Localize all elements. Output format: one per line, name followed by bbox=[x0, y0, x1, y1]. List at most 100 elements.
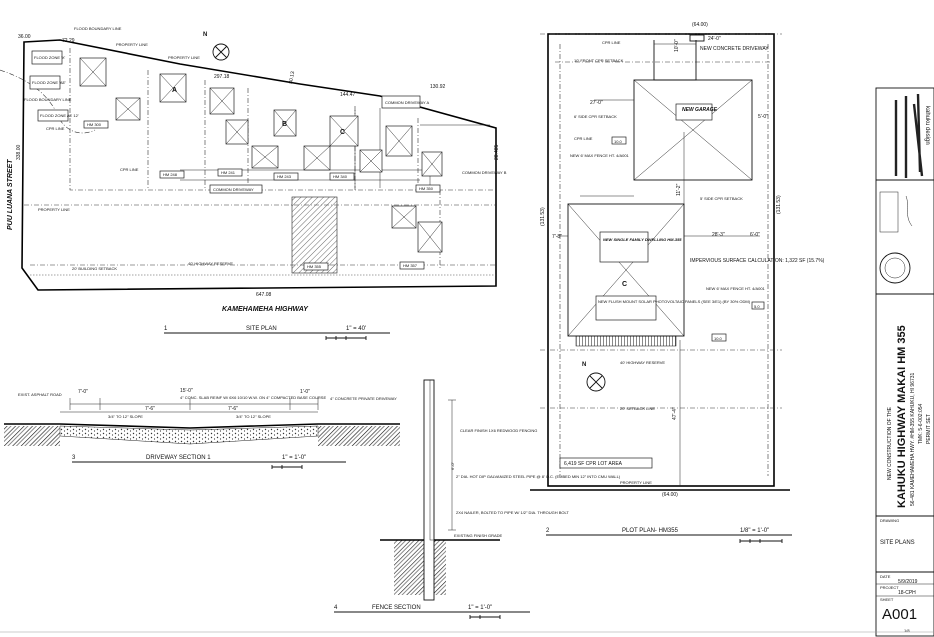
site-flood-tag bbox=[31, 50, 63, 65]
site-label: FLOOD ZONE AE 12' bbox=[40, 113, 79, 118]
title-sheet-label: SHEET bbox=[880, 597, 894, 602]
title-block-frame bbox=[875, 87, 934, 637]
plot-driveway-tag bbox=[689, 34, 705, 42]
plot-dim: 11'-2" bbox=[676, 183, 682, 196]
svg-text:HM 241: HM 241 bbox=[221, 170, 236, 175]
plot-north-label: N bbox=[582, 362, 586, 368]
driveway-surface bbox=[4, 423, 400, 429]
plot-dim: 7'-8" bbox=[552, 234, 562, 240]
driveway-dim: 7'-6" bbox=[145, 406, 155, 412]
plot-garage bbox=[633, 79, 753, 181]
plot-label: NEW 6' MAX FENCE HT. 4/A001 bbox=[706, 286, 766, 291]
svg-text:HM 350: HM 350 bbox=[419, 186, 434, 191]
plot-north-arrow-cross bbox=[589, 375, 603, 389]
site-dim: 36.00 bbox=[18, 34, 31, 40]
site-label: COMMON DRIVEWAY A bbox=[385, 100, 429, 105]
site-dim: 28.485 bbox=[494, 144, 500, 160]
plot-solar-panels bbox=[575, 335, 677, 347]
site-label: PROPERTY LINE bbox=[168, 55, 200, 60]
site-hatched-reserve bbox=[291, 196, 338, 274]
site-label: FLOOD BOUNDARY LINE bbox=[24, 97, 72, 102]
title-signature-icon bbox=[905, 195, 913, 227]
driveway-earth-right bbox=[318, 426, 400, 446]
plot-plan: NEW GARAGE NEW SINGLE FAMILY DWELLING HM… bbox=[530, 22, 825, 543]
site-flood-tag bbox=[29, 75, 61, 90]
fence-section-scale: 1" = 1'-0" bbox=[468, 605, 492, 611]
title-project-label: PROJECT bbox=[880, 585, 899, 590]
fence-earth-right bbox=[434, 540, 446, 595]
title-stamp-text-box bbox=[879, 191, 899, 233]
title-project-no: 18-CPH bbox=[898, 590, 916, 596]
plot-dim: 6'-0" bbox=[750, 232, 760, 238]
title-permit: PERMIT SET bbox=[926, 414, 932, 444]
plot-dim: (131.53) bbox=[540, 207, 546, 226]
site-north-arrow bbox=[212, 43, 230, 61]
driveway-section-number: 3 bbox=[72, 455, 76, 461]
fence-post bbox=[423, 379, 435, 601]
driveway-label: 4" CONC. SLAB REINF W/ 6X6 10/10 W.W. ON… bbox=[180, 395, 326, 400]
plot-plan-scale: 1/8" = 1'-0" bbox=[740, 528, 769, 534]
plot-dim: 47'-4" bbox=[672, 407, 678, 420]
plot-garage-roof bbox=[633, 79, 753, 181]
site-lot-letter: A bbox=[172, 87, 177, 94]
plot-north-arrow bbox=[586, 372, 606, 392]
plot-dim: (131.53) bbox=[776, 195, 782, 214]
site-dim: 130.92 bbox=[430, 84, 446, 90]
plot-dim: 10'-0" bbox=[674, 39, 680, 52]
logo-mark-icon bbox=[894, 93, 924, 178]
fence-board bbox=[429, 379, 435, 541]
fence-height: 6'-0" bbox=[450, 461, 455, 470]
site-section-number: 1 bbox=[164, 326, 168, 332]
plot-lot-area-tag bbox=[559, 457, 653, 469]
plot-dim: 5'-0" bbox=[758, 114, 768, 120]
title-date-label: DATE bbox=[880, 574, 891, 579]
fence-scale-bar bbox=[469, 615, 501, 619]
site-label: FLOOD ZONE 'X' bbox=[34, 55, 66, 60]
site-dim: 80.13 bbox=[288, 71, 296, 85]
plot-label: 20' SETBACK LINE bbox=[620, 406, 655, 411]
plot-dim: 28'-3" bbox=[712, 232, 725, 238]
plot-label: 40' HIGHWAY RESERVE bbox=[620, 360, 665, 365]
plot-label: 5' SIDE CPR SETBACK bbox=[700, 196, 743, 201]
title-block: kahuku design NEW CONSTRUCTION OF THE KA… bbox=[875, 87, 934, 637]
plot-scale-bar bbox=[739, 539, 783, 543]
plot-label: NEW 6' MAX FENCE HT. 4/A001 bbox=[570, 153, 630, 158]
plot-label: 6' SIDE CPR SETBACK bbox=[574, 114, 617, 119]
site-dim: 647.08 bbox=[256, 292, 272, 298]
fence-label: 2" DIA. HOT DIP GALVANIZED STEEL PIPE @ … bbox=[456, 474, 621, 479]
fence-label: EXISTING FINISH GRADE bbox=[454, 533, 503, 538]
fence-section-number: 4 bbox=[334, 605, 338, 611]
title-drawing-name: SITE PLANS bbox=[880, 540, 915, 546]
driveway-scale-bar bbox=[271, 465, 303, 469]
plot-garage-tag bbox=[675, 103, 713, 121]
site-north-label: N bbox=[203, 32, 207, 38]
site-street-west: PUU LUANA STREET bbox=[7, 159, 14, 230]
plot-dim: 27'-0" bbox=[590, 100, 603, 106]
plot-label: IMPERVIOUS SURFACE CALCULATION: 1,322 SF… bbox=[690, 258, 825, 264]
svg-text:HM 300: HM 300 bbox=[87, 122, 102, 127]
svg-text:HM 357: HM 357 bbox=[403, 263, 418, 268]
fence-section: 6'-0" CLEAR FINISH 1X6 REDWOOD FENCING 2… bbox=[334, 379, 621, 619]
site-dim: 144.47 bbox=[340, 92, 356, 98]
fence-label: 2X4 NAILER, BOLTED TO PIPE W/ 1/2" DIA. … bbox=[456, 510, 569, 515]
fence-height-dim bbox=[448, 399, 456, 531]
title-sheet-number: A001 bbox=[882, 606, 917, 623]
plot-label: PROPERTY LINE bbox=[620, 480, 652, 485]
driveway-dim: 7'-6" bbox=[228, 406, 238, 412]
plot-lot-letter: C bbox=[622, 281, 627, 288]
plot-solar-tag bbox=[595, 295, 657, 321]
driveway-section-scale: 1" = 1'-0" bbox=[282, 455, 306, 461]
plot-dim: (64.00) bbox=[662, 492, 678, 498]
site-label: COMMON DRIVEWAY bbox=[213, 187, 254, 192]
title-date: 5/9/2019 bbox=[898, 579, 918, 585]
site-flood-tag bbox=[37, 109, 69, 122]
driveway-dim-lines bbox=[60, 398, 319, 413]
fence-earth-left bbox=[394, 540, 424, 595]
site-dim: 338.00 bbox=[16, 144, 22, 160]
site-north-arrow-cross bbox=[214, 45, 228, 59]
site-plan: N 36.00 72.29 297.18 80.13 144.47 130.92… bbox=[0, 26, 507, 340]
driveway-label: 3/4" TO 12" SLOPE bbox=[108, 414, 143, 419]
site-houses bbox=[79, 57, 443, 253]
plot-label: NEW CONCRETE DRIVEWAY bbox=[700, 46, 769, 52]
site-label: CPR LINE bbox=[46, 126, 65, 131]
